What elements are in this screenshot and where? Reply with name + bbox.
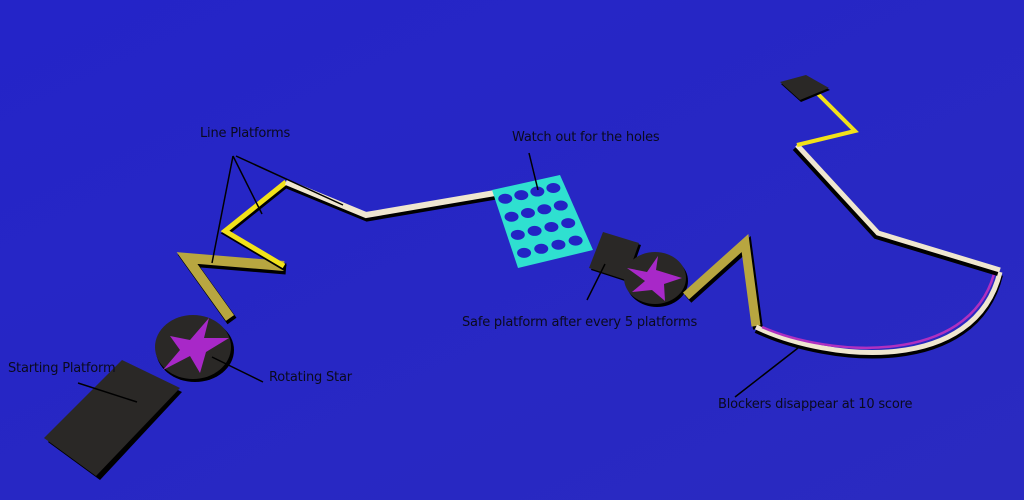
hole <box>530 186 545 197</box>
hole <box>504 211 519 222</box>
label-blockers: Blockers disappear at 10 score <box>718 397 913 412</box>
hole <box>568 235 583 246</box>
label-holes: Watch out for the holes <box>512 130 660 145</box>
line-platform-yellow-1-top <box>220 180 288 269</box>
line-platform-yellow-2 <box>796 90 859 147</box>
end-platform <box>780 75 830 102</box>
holes-platform <box>492 175 593 268</box>
hole <box>514 190 529 201</box>
hole <box>551 239 566 250</box>
blocker <box>761 273 996 350</box>
hole <box>534 243 549 254</box>
hole <box>510 229 525 240</box>
label-starting-platform: Starting Platform <box>8 361 116 376</box>
line-platform-cream-2 <box>795 143 1001 273</box>
rotating-star-2 <box>624 252 688 307</box>
starting-platform <box>44 360 182 480</box>
line-platform-cream-2-shadow <box>792 145 999 276</box>
hole <box>498 193 513 204</box>
label-safe-platform: Safe platform after every 5 platforms <box>462 315 698 330</box>
line-platform-gold-1-top <box>176 252 285 321</box>
curved-platform <box>754 271 1003 355</box>
annotation-lines <box>77 152 799 403</box>
label-rotating-star: Rotating Star <box>269 370 352 385</box>
label-line-platforms: Line Platforms <box>200 126 291 141</box>
line-platform-gold-2 <box>682 233 761 327</box>
rotating-star-1 <box>155 315 234 382</box>
hole <box>527 225 542 236</box>
hole <box>520 208 535 219</box>
hole <box>553 200 568 211</box>
hole <box>544 221 559 232</box>
hole <box>561 218 576 229</box>
hole <box>546 182 561 193</box>
hole <box>537 204 552 215</box>
hole <box>517 247 532 258</box>
line-platform-cream-1-top <box>284 179 496 219</box>
